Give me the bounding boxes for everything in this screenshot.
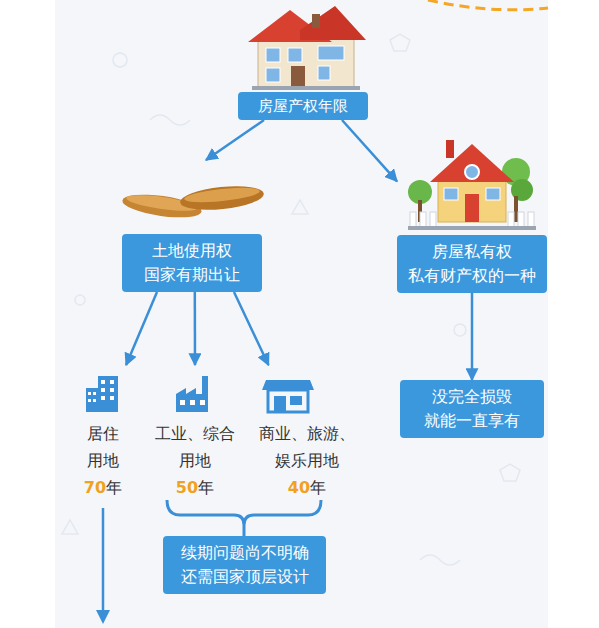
box-text: 房屋私有权 私有财产权的一种 <box>397 235 547 293</box>
box-text: 土地使用权 国家有期出让 <box>122 234 262 292</box>
box-text: 续期问题尚不明确 还需国家顶层设计 <box>163 536 326 594</box>
term-line: 50年 <box>150 474 240 501</box>
process-box: 土地使用权 国家有期出让 <box>122 160 262 292</box>
result-box: 没完全损毁 就能一直享有 <box>400 380 544 438</box>
house-illustration <box>248 6 366 90</box>
bracket <box>167 500 321 536</box>
term-unit: 年 <box>106 478 122 497</box>
panel <box>55 0 548 628</box>
term-unit: 年 <box>310 478 326 497</box>
box-text: 房屋产权年限 <box>238 92 368 120</box>
private-house-illustration <box>408 140 536 230</box>
building-icon <box>86 376 118 412</box>
land-type: 居住 用地70年 <box>70 365 136 501</box>
term-number: 70 <box>84 478 106 497</box>
factory-icon <box>176 376 208 412</box>
term-line: 40年 <box>252 474 362 501</box>
land-type: 工业、综合 用地50年 <box>150 365 240 501</box>
term-unit: 年 <box>198 478 214 497</box>
down-arrow-head <box>96 610 110 624</box>
connector-arrow <box>234 292 269 365</box>
land-illustration <box>121 183 265 222</box>
dashed-arc <box>428 0 548 10</box>
term-number: 40 <box>288 478 310 497</box>
down-arrow-line <box>102 508 105 612</box>
connector-arrow <box>194 292 197 365</box>
connector-arrow <box>342 120 397 181</box>
term-number: 50 <box>176 478 198 497</box>
connector-arrow <box>206 120 264 160</box>
title-box: 房屋产权年限 <box>238 5 368 120</box>
note-box: 续期问题尚不明确 还需国家顶层设计 <box>163 536 326 594</box>
shop-icon <box>262 380 314 412</box>
connector-arrow <box>471 293 474 380</box>
connector-arrow <box>126 292 157 365</box>
term-line: 70年 <box>70 474 136 501</box>
process-box: 房屋私有权 私有财产权的一种 <box>397 140 547 293</box>
box-text: 没完全损毁 就能一直享有 <box>400 380 544 438</box>
land-name: 居住 用地 <box>70 420 136 474</box>
land-name: 商业、旅游、 娱乐用地 <box>252 420 362 474</box>
decor <box>62 34 520 565</box>
land-name: 工业、综合 用地 <box>150 420 240 474</box>
land-type: 商业、旅游、 娱乐用地40年 <box>252 365 362 501</box>
